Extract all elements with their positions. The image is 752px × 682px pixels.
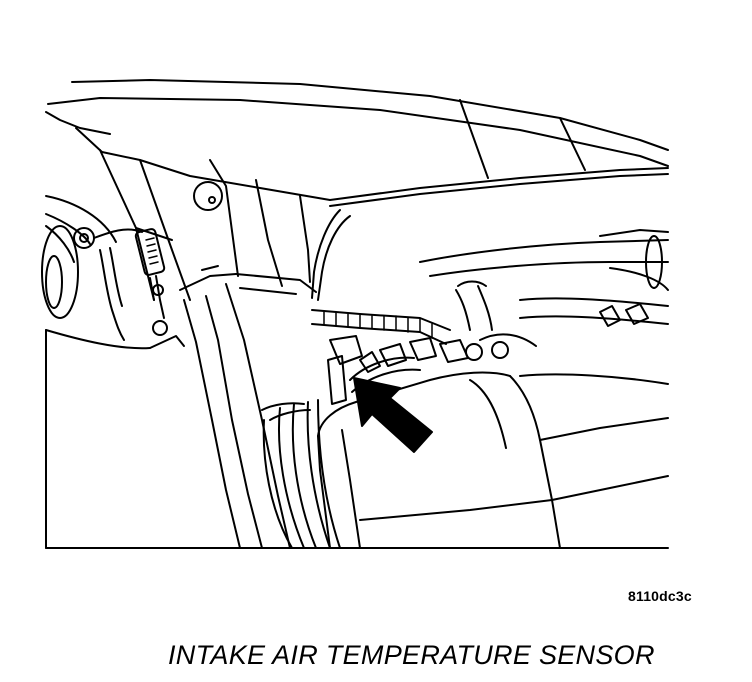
figure-caption: INTAKE AIR TEMPERATURE SENSOR — [168, 640, 655, 670]
grommet — [193, 181, 223, 211]
wiring-harness — [311, 280, 669, 345]
fender-panel — [75, 127, 331, 301]
strut-tower — [41, 195, 151, 350]
figure-reference-code: 8110dc3c — [628, 588, 692, 604]
radiator-support — [149, 265, 317, 549]
cowl-seal — [329, 167, 669, 207]
engine-bay-illustration — [41, 79, 669, 549]
ground-strap — [93, 228, 168, 341]
arrow-icon — [353, 377, 433, 453]
lower-edge — [45, 329, 669, 549]
air-cleaner-housing — [317, 371, 669, 549]
intake-bellows — [262, 399, 341, 549]
upper-right-hoses — [311, 209, 669, 301]
hood-edge — [45, 79, 669, 179]
